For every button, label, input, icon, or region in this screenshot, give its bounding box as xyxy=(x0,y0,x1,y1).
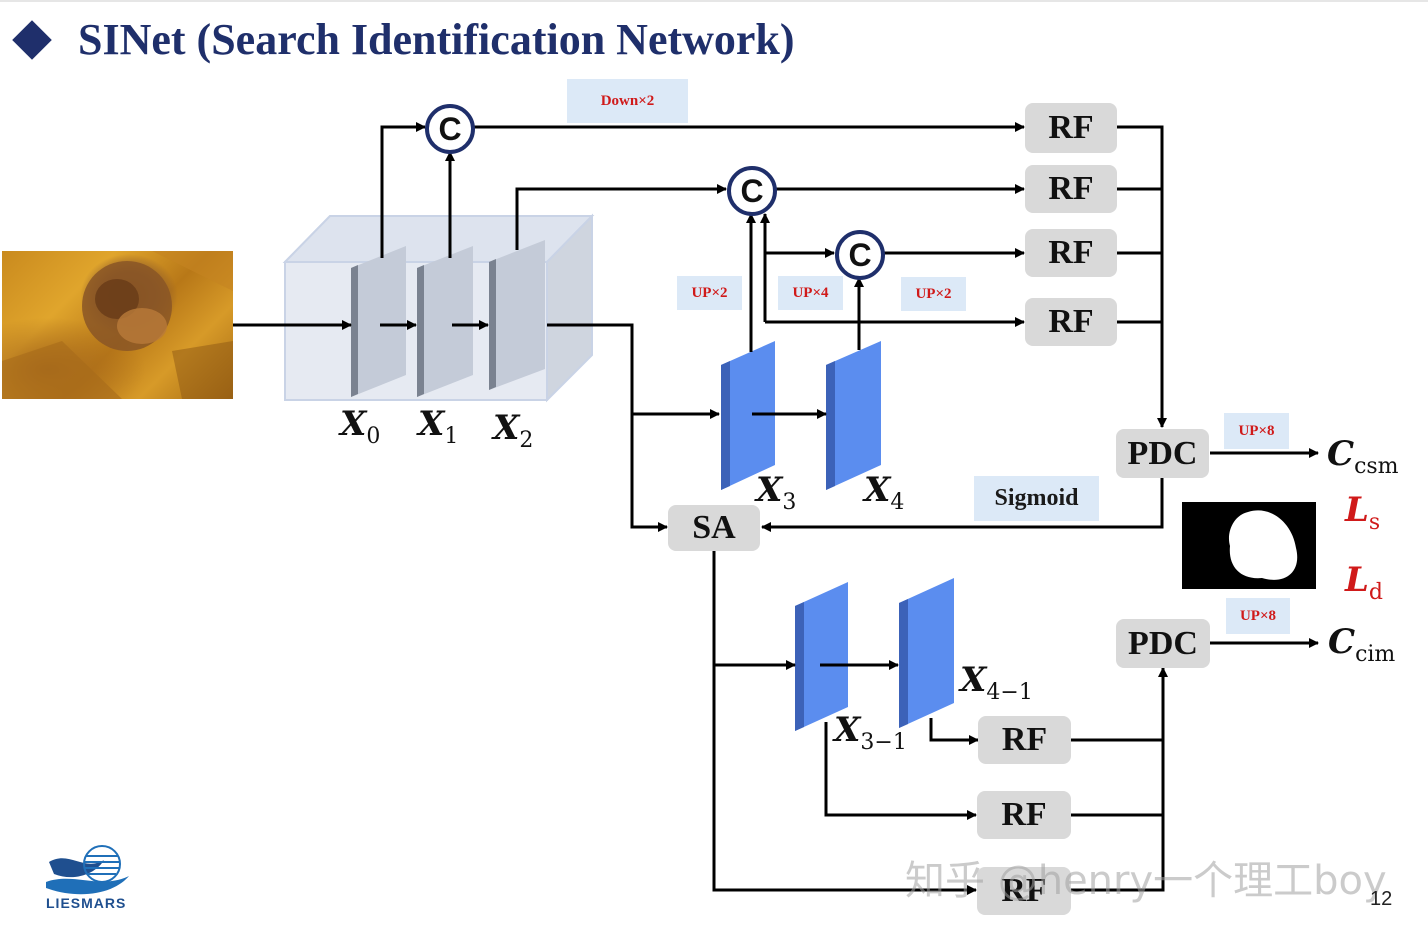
concat-label: C xyxy=(848,236,872,273)
feature-x2 xyxy=(489,240,545,390)
top-border xyxy=(0,0,1428,2)
label-x3: X3 xyxy=(756,470,797,515)
mask-shape xyxy=(1228,510,1298,580)
input-image-texture xyxy=(2,251,233,399)
rf-label: RF xyxy=(1048,109,1094,146)
rf-box-2: RF xyxy=(1025,165,1117,213)
rf-label: RF xyxy=(1001,796,1047,833)
tag-up8-csm: UP×8 xyxy=(1224,413,1289,449)
label-loss-s: Ls xyxy=(1345,490,1381,535)
label-c-csm: Ccsm xyxy=(1327,434,1399,479)
logo-text: LIESMARS xyxy=(46,895,127,911)
pdc-label: PDC xyxy=(1128,624,1198,662)
rf-label: RF xyxy=(1048,170,1094,207)
liesmars-logo-icon xyxy=(46,845,129,895)
concat-node-3: C xyxy=(835,230,885,280)
label-x1: X1 xyxy=(418,404,459,449)
concat-label: C xyxy=(438,110,462,147)
feature-x4 xyxy=(826,341,881,490)
sa-label: SA xyxy=(692,509,736,546)
label-x2: X2 xyxy=(493,408,534,453)
feature-x3 xyxy=(721,341,775,490)
rf-box-1: RF xyxy=(1025,103,1117,153)
sa-box: SA xyxy=(668,505,760,551)
watermark: 知乎 @henry一个理工boy xyxy=(905,858,1387,904)
rf-label: RF xyxy=(1001,872,1047,909)
slide-title-text: SINet (Search Identification Network) xyxy=(78,15,795,64)
slide-title: SINet (Search Identification Network) xyxy=(12,14,795,65)
label-x4: X4 xyxy=(864,470,905,515)
label-x0: X0 xyxy=(340,404,381,449)
tag-down2: Down×2 xyxy=(567,79,688,123)
rf-box-5: RF xyxy=(978,716,1071,764)
rf-label: RF xyxy=(1001,721,1048,758)
page-number: 12 xyxy=(1370,888,1393,910)
feature-x3-1 xyxy=(795,582,848,731)
concat-node-1: C xyxy=(425,104,475,154)
rf-box-6: RF xyxy=(977,791,1071,839)
feature-x4-1 xyxy=(899,578,954,728)
rf-label: RF xyxy=(1048,303,1094,340)
label-x4-1: X4−1 xyxy=(960,660,1033,705)
rf-box-7: RF xyxy=(977,867,1071,915)
pdc-box-2: PDC xyxy=(1116,619,1210,668)
input-image xyxy=(2,251,233,399)
label-c-cim: Ccim xyxy=(1328,622,1396,667)
rf-box-3: RF xyxy=(1025,229,1117,277)
label-loss-d: Ld xyxy=(1345,560,1383,605)
concat-node-2: C xyxy=(727,166,777,216)
connector-lines xyxy=(233,122,1319,895)
tag-sigmoid: Sigmoid xyxy=(974,476,1099,521)
rf-label: RF xyxy=(1048,234,1094,271)
feature-x0 xyxy=(351,246,406,397)
tag-up8-cim: UP×8 xyxy=(1226,598,1290,634)
pdc-label: PDC xyxy=(1127,434,1198,472)
feature-x1 xyxy=(417,246,473,397)
tag-up4: UP×4 xyxy=(778,276,843,310)
concat-label: C xyxy=(740,172,764,209)
pdc-box-1: PDC xyxy=(1116,429,1209,478)
label-x3-1: X3−1 xyxy=(834,710,907,755)
tag-up2-a: UP×2 xyxy=(677,276,742,310)
rf-box-4: RF xyxy=(1025,298,1117,346)
tag-up2-b: UP×2 xyxy=(901,277,966,311)
